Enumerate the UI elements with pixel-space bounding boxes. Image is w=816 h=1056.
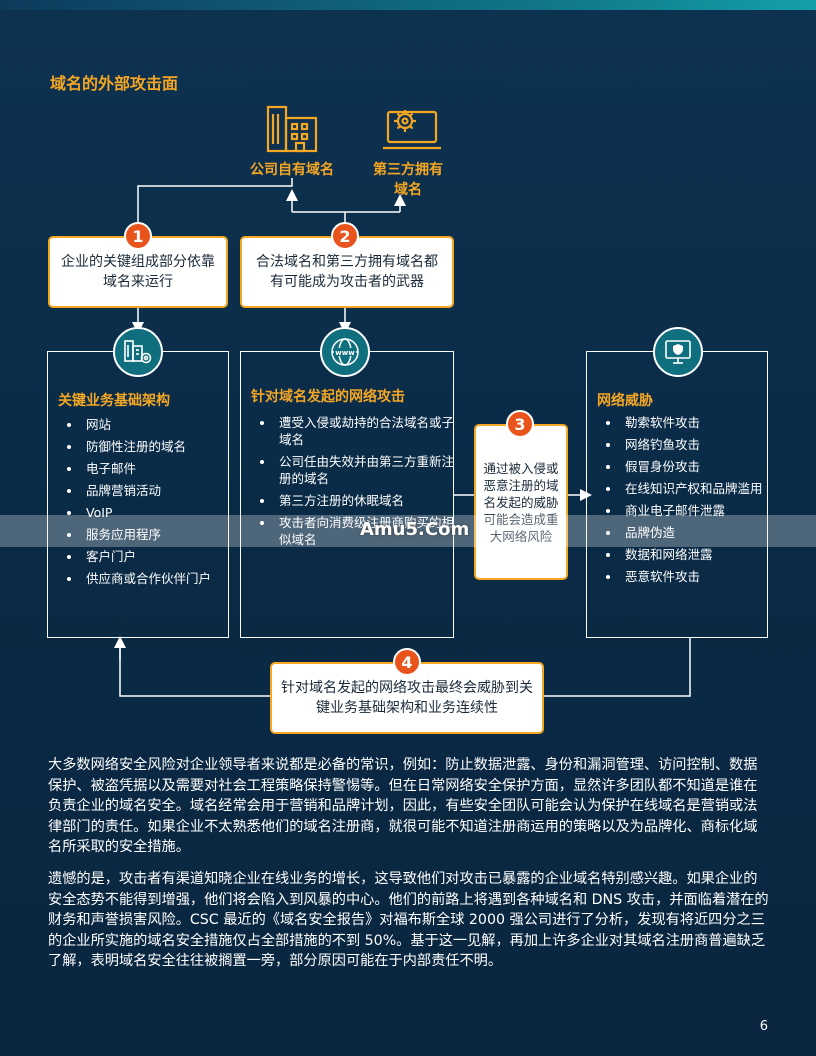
list-item: 品牌伪造 xyxy=(621,524,771,541)
list-item: 网络钓鱼攻击 xyxy=(621,436,771,453)
attacks-list: 遭受入侵或劫持的合法域名或子域名 公司任由失效并由第三方重新注册的域名 第三方注… xyxy=(259,414,455,553)
svg-text:www: www xyxy=(335,349,355,357)
third-party-label-line2: 域名 xyxy=(394,182,422,198)
watermark-text: Amu5.Com xyxy=(360,519,470,540)
list-item: 服务应用程序 xyxy=(82,526,232,543)
callout-3: 通过被入侵或恶意注册的域名发起的威胁可能会造成重大网络风险 xyxy=(474,424,568,580)
list-item: 在线知识产权和品牌滥用 xyxy=(621,480,771,497)
panel-title-threats: 网络威胁 xyxy=(597,393,653,409)
section-heading: 域名的外部攻击面 xyxy=(50,74,179,93)
list-item: 防御性注册的域名 xyxy=(82,438,232,455)
list-item: 公司任由失效并由第三方重新注册的域名 xyxy=(275,453,455,487)
panel-title-infrastructure: 关键业务基础架构 xyxy=(58,393,170,409)
shield-monitor-icon xyxy=(653,327,703,377)
callout-1-text: 企业的关键组成部分依靠域名来运行 xyxy=(61,254,215,290)
building-icon xyxy=(265,104,321,158)
callout-3-text: 通过被入侵或恶意注册的域名发起的威胁可能会造成重大网络风险 xyxy=(483,460,559,544)
flow-connectors xyxy=(114,189,592,648)
list-item: 客户门户 xyxy=(82,548,232,565)
callout-2-text: 合法域名和第三方拥有域名都有可能成为攻击者的武器 xyxy=(256,254,438,290)
step-badge-4: 4 xyxy=(393,648,421,676)
list-item: 数据和网络泄露 xyxy=(621,546,771,563)
panel-critical-infrastructure: 关键业务基础架构 网站 防御性注册的域名 电子邮件 品牌营销活动 VoIP 服务… xyxy=(47,351,229,638)
step-badge-1: 1 xyxy=(124,222,152,250)
panel-domain-attacks: 针对域名发起的网络攻击 遭受入侵或劫持的合法域名或子域名 公司任由失效并由第三方… xyxy=(240,351,454,638)
list-item: 攻击者向消费级注册商购买的相似域名 xyxy=(275,514,455,548)
www-globe-icon: www xyxy=(320,327,370,377)
infrastructure-list: 网站 防御性注册的域名 电子邮件 品牌营销活动 VoIP 服务应用程序 客户门户… xyxy=(66,416,232,592)
list-item: 第三方注册的休眠域名 xyxy=(275,492,455,509)
panel-cyber-threats: 网络威胁 勒索软件攻击 网络钓鱼攻击 假冒身份攻击 在线知识产权和品牌滥用 商业… xyxy=(586,351,768,638)
callout-4-text: 针对域名发起的网络攻击最终会威胁到关键业务基础架构和业务连续性 xyxy=(281,680,533,716)
page-number: 6 xyxy=(759,1019,768,1034)
threats-list: 勒索软件攻击 网络钓鱼攻击 假冒身份攻击 在线知识产权和品牌滥用 商业电子邮件泄… xyxy=(605,414,771,590)
list-item: 电子邮件 xyxy=(82,460,232,477)
top-accent-bar xyxy=(0,0,816,10)
step-badge-3: 3 xyxy=(506,410,534,438)
third-party-domains-label: 第三方拥有 域名 xyxy=(360,160,456,200)
list-item: 网站 xyxy=(82,416,232,433)
list-item: 假冒身份攻击 xyxy=(621,458,771,475)
watermark-band xyxy=(0,515,816,547)
body-paragraph-1: 大多数网络安全风险对企业领导者来说都是必备的常识，例如：防止数据泄露、身份和漏洞… xyxy=(48,757,758,855)
list-item: 品牌营销活动 xyxy=(82,482,232,499)
third-party-label-line1: 第三方拥有 xyxy=(373,162,443,178)
list-item: 遭受入侵或劫持的合法域名或子域名 xyxy=(275,414,455,448)
list-item: 勒索软件攻击 xyxy=(621,414,771,431)
building-gear-icon xyxy=(113,327,163,377)
list-item: 商业电子邮件泄露 xyxy=(621,502,771,519)
step-badge-2: 2 xyxy=(331,222,359,250)
panel-title-attacks: 针对域名发起的网络攻击 xyxy=(251,389,405,405)
list-item: 供应商或合作伙伴门户 xyxy=(82,570,232,587)
list-item: 恶意软件攻击 xyxy=(621,568,771,585)
gear-laptop-icon xyxy=(382,104,442,158)
list-item: VoIP xyxy=(82,504,232,521)
body-paragraph-2: 遗憾的是，攻击者有渠道知晓企业在线业务的增长，这导致他们对攻击已暴露的企业域名特… xyxy=(48,871,769,969)
company-owned-domains-label: 公司自有域名 xyxy=(250,162,334,178)
